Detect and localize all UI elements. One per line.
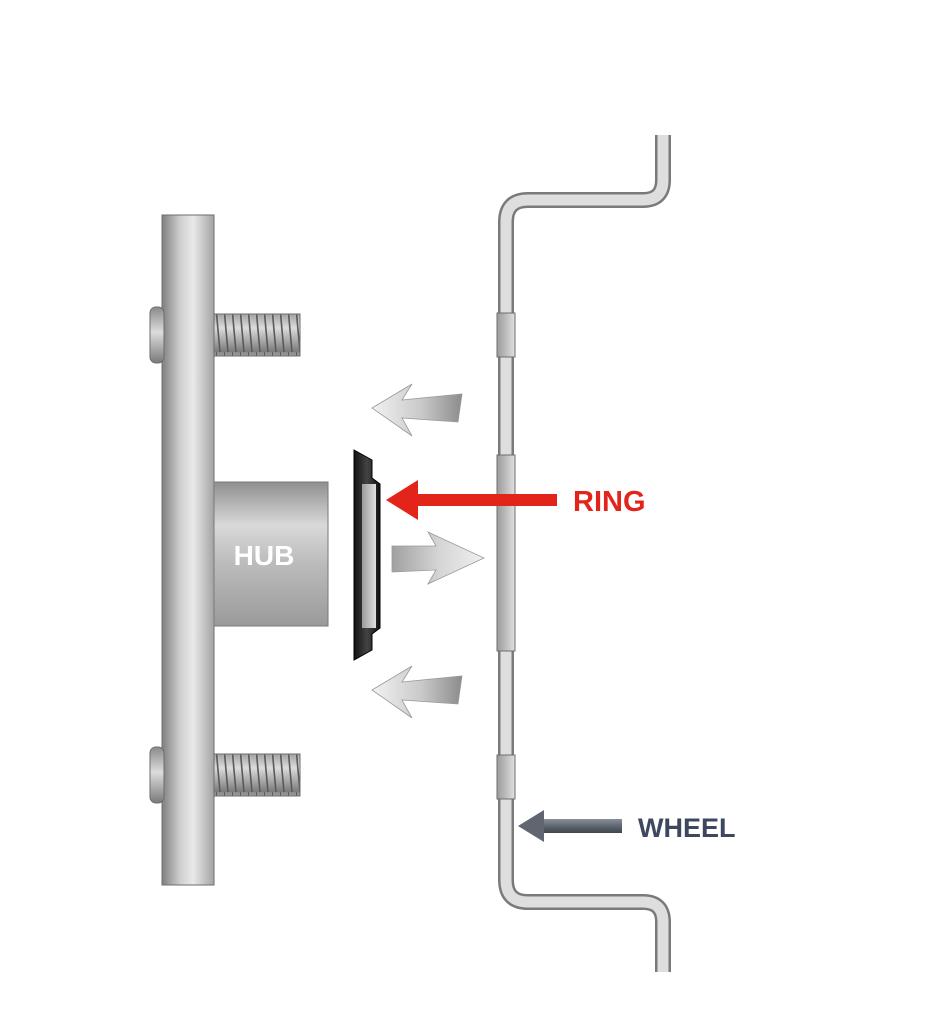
wheel-callout: WHEEL — [518, 810, 736, 843]
ring-pointer-shaft — [412, 494, 557, 506]
hub-assembly: HUB — [149, 214, 329, 886]
wheel-label: WHEEL — [638, 813, 736, 843]
wheel-lug-hole-top — [496, 312, 516, 358]
wheel-pointer-head — [518, 810, 544, 842]
hub-cylinder — [213, 481, 329, 627]
ring-label: RING — [573, 486, 646, 518]
stud-head-top — [149, 306, 165, 364]
wheel-center-bore — [496, 454, 516, 652]
ring-pointer-head — [386, 480, 418, 520]
hub-flange-plate — [161, 214, 215, 886]
motion-arrows — [371, 383, 485, 719]
wheel-profile-inner — [500, 135, 669, 972]
wheel-lug-hole-bottom — [496, 754, 516, 800]
arrow-right-middle — [391, 531, 485, 585]
ring-bore-face — [362, 484, 376, 628]
wheel-assembly — [496, 135, 671, 972]
stud-top — [213, 313, 301, 357]
ring-callout: RING — [386, 480, 646, 520]
wheel-profile-outer — [498, 135, 671, 972]
arrow-left-bottom — [371, 665, 463, 719]
hub-label: HUB — [234, 540, 295, 571]
hub-ring — [353, 449, 381, 661]
wheel-pointer-shaft — [540, 819, 622, 833]
stud-head-bottom — [149, 746, 165, 804]
arrow-left-top — [371, 383, 463, 437]
stud-bottom — [213, 753, 301, 797]
